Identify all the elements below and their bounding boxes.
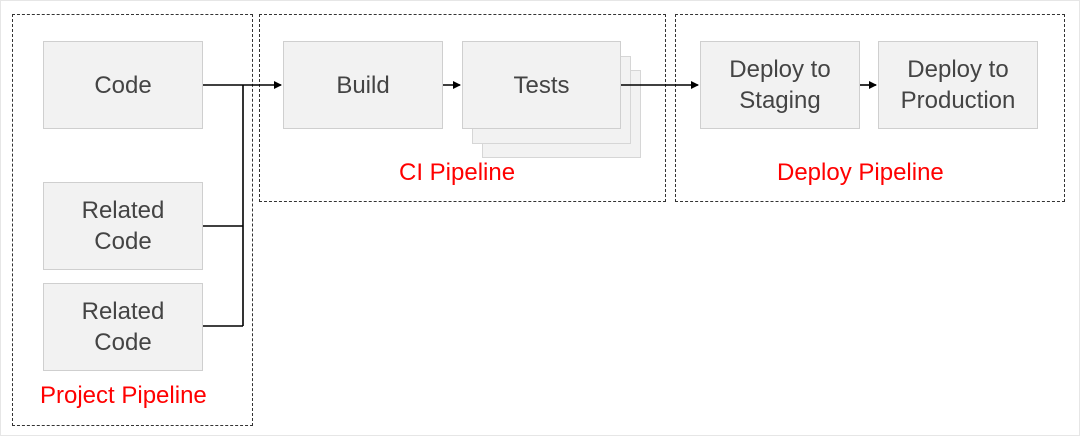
deploy-pipeline-label: Deploy Pipeline xyxy=(777,159,944,186)
tests-node: Tests xyxy=(462,41,621,129)
code-node: Code xyxy=(43,41,203,129)
ci-pipeline-label: CI Pipeline xyxy=(399,159,516,186)
related-code-node-1: Related Code xyxy=(43,182,203,270)
deploy-production-node: Deploy to Production xyxy=(878,41,1038,129)
project-pipeline-group xyxy=(12,14,253,426)
build-node: Build xyxy=(283,41,443,129)
deploy-pipeline-group xyxy=(675,14,1065,202)
related-code-node-2: Related Code xyxy=(43,283,203,371)
ci-pipeline-group xyxy=(259,14,666,202)
project-pipeline-label: Project Pipeline xyxy=(40,382,207,409)
deploy-staging-node: Deploy to Staging xyxy=(700,41,860,129)
